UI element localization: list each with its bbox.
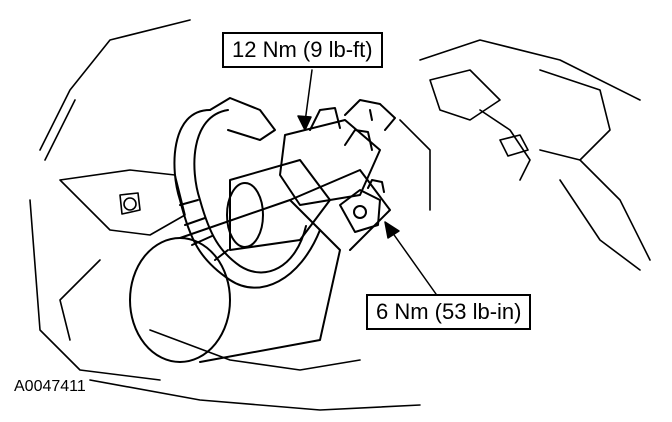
upper-torque-callout: 12 Nm (9 lb-ft) <box>222 32 383 68</box>
engine-background-outline <box>29 19 651 411</box>
figure-id-label: A0047411 <box>14 378 86 395</box>
solenoid <box>279 99 396 233</box>
callout-leaders <box>297 69 437 295</box>
lower-torque-callout: 6 Nm (53 lb-in) <box>366 294 532 330</box>
starter-motor-body <box>129 159 391 363</box>
braided-cable <box>173 97 321 289</box>
